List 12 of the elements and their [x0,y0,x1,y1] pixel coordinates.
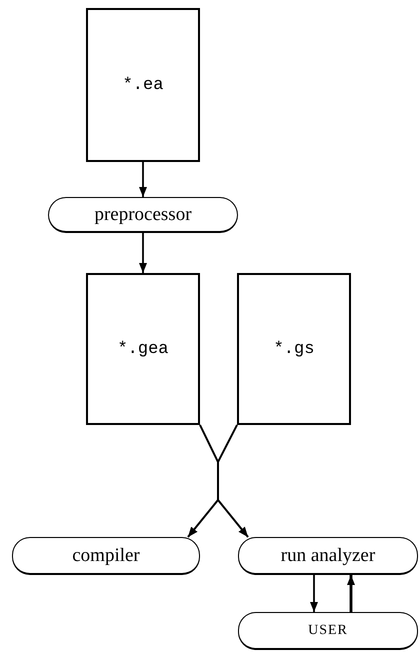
process-pill: run analyzer [238,537,418,575]
process-pill: preprocessor [48,197,238,233]
arrow [310,575,318,612]
arrow [139,233,147,273]
arrow [217,424,249,538]
process-pill: USER [238,612,418,650]
arrow [347,575,355,612]
file-box: *.ea [86,8,200,162]
arrow [139,162,147,197]
file-box: *.gs [237,273,351,425]
process-pill: compiler [12,537,200,575]
file-box: *.gea [86,273,200,425]
